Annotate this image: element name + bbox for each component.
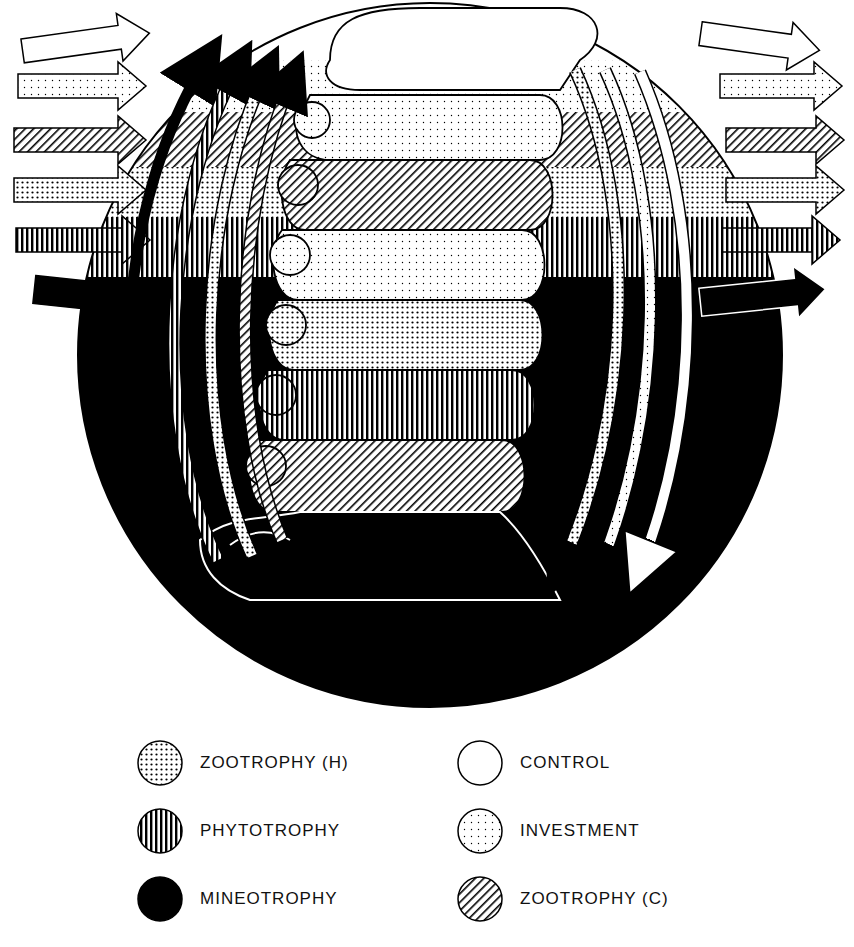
legend-swatch xyxy=(454,873,506,925)
legend-label: INVESTMENT xyxy=(520,821,640,841)
legend-swatch xyxy=(134,805,186,857)
legend-swatch-circle xyxy=(138,809,182,853)
legend-swatch xyxy=(134,873,186,925)
legend-label: ZOOTROPHY (H) xyxy=(200,753,349,773)
legend-label: CONTROL xyxy=(520,753,610,773)
legend-swatch-circle xyxy=(138,877,182,921)
legend-swatch-circle xyxy=(458,809,502,853)
legend-label: MINEOTROPHY xyxy=(200,889,338,909)
legend-swatch-circle xyxy=(458,741,502,785)
legend-swatch-circle xyxy=(458,877,502,921)
legend-swatch xyxy=(454,737,506,789)
legend-label: PHYTOTROPHY xyxy=(200,821,340,841)
legend-swatch-circle xyxy=(138,741,182,785)
legend-label: ZOOTROPHY (C) xyxy=(520,889,669,909)
legend-swatch xyxy=(134,737,186,789)
legend-swatch xyxy=(454,805,506,857)
